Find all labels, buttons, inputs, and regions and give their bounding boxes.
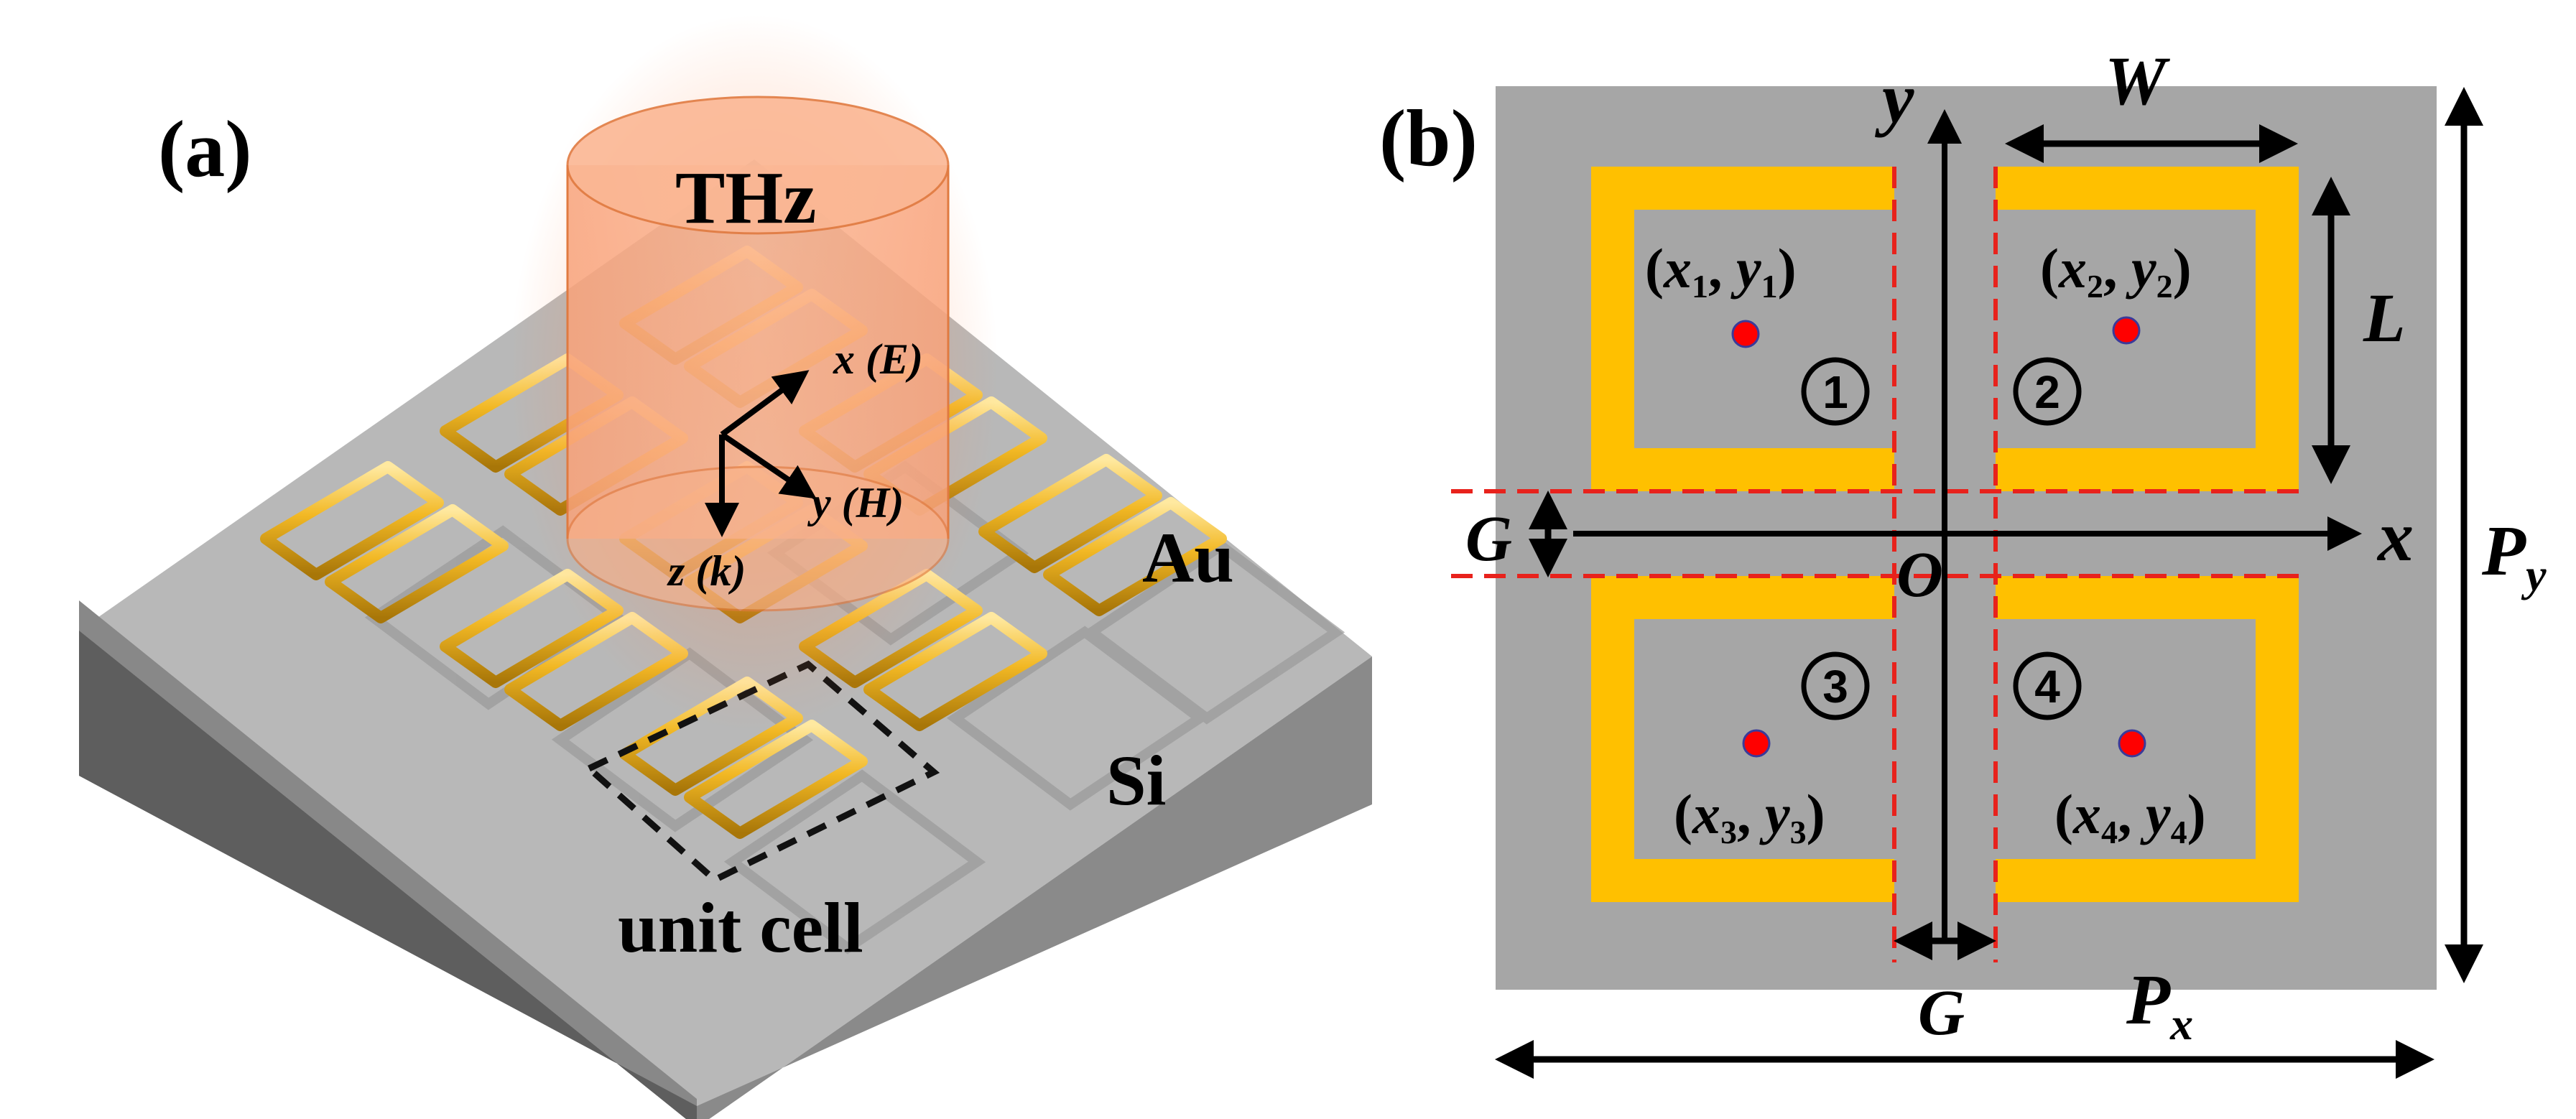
au-label: Au bbox=[1142, 518, 1234, 598]
centroid-dots bbox=[1731, 316, 2146, 758]
centroid-2 bbox=[2112, 316, 2141, 345]
resonator-shadows bbox=[364, 460, 1345, 955]
dim-l: L bbox=[2363, 279, 2406, 356]
dimension-arrows bbox=[1495, 87, 2483, 1079]
axes-3d bbox=[705, 370, 817, 537]
gap-dashed-lines bbox=[1451, 167, 2299, 962]
ring-3 bbox=[1591, 576, 1894, 902]
thz-label: THz bbox=[675, 157, 816, 239]
axis-x-label: x (E) bbox=[833, 335, 923, 383]
centroid-4 bbox=[2118, 729, 2146, 758]
num-4: 4 bbox=[2034, 661, 2060, 712]
resonator-cell bbox=[260, 461, 509, 623]
panel-a: (a) THz x (E) y (H) z (k) Au Si unit cel… bbox=[79, 14, 1372, 1119]
coord-4: (x4, y4) bbox=[2054, 783, 2206, 850]
dim-py: Py bbox=[2481, 511, 2547, 600]
panel-b-label: (b) bbox=[1379, 94, 1478, 183]
coord-1: (x1, y1) bbox=[1645, 237, 1797, 305]
dim-px: Px bbox=[2126, 960, 2193, 1049]
axis-y-label: y (H) bbox=[807, 479, 904, 526]
thz-beam bbox=[510, 14, 999, 733]
coordinate-labels: (x1, y1) (x2, y2) (x3, y3) (x4, y4) bbox=[1645, 237, 2206, 850]
coord-3: (x3, y3) bbox=[1674, 783, 1825, 850]
unit-cell-label: unit cell bbox=[618, 888, 863, 967]
quadrant-numbers: 1 2 3 4 bbox=[1801, 357, 2082, 720]
num-2: 2 bbox=[2034, 366, 2060, 418]
si-label: Si bbox=[1106, 740, 1166, 820]
gold-split-rings bbox=[1591, 167, 2299, 902]
ring-4 bbox=[1996, 576, 2299, 902]
unit-cell-outline bbox=[583, 660, 940, 884]
resonator-cell bbox=[978, 454, 1227, 616]
dim-g-bottom: G bbox=[1918, 978, 1965, 1049]
axis-x-letter: x bbox=[2376, 496, 2414, 576]
panel-b-labels: y x O W L G G Px Py bbox=[1465, 42, 2547, 1049]
axes-2d bbox=[1573, 109, 2362, 941]
centroid-3 bbox=[1742, 729, 1771, 758]
ring-2 bbox=[1996, 167, 2299, 491]
origin-letter: O bbox=[1896, 539, 1943, 610]
substrate-left-face bbox=[79, 600, 697, 1119]
dim-w: W bbox=[2105, 42, 2170, 119]
panel-a-label: (a) bbox=[158, 105, 252, 194]
panel-b: (b) bbox=[1379, 42, 2547, 1079]
ring-1 bbox=[1591, 167, 1894, 491]
num-1: 1 bbox=[1822, 366, 1848, 418]
centroid-1 bbox=[1731, 320, 1760, 348]
num-3: 3 bbox=[1822, 661, 1848, 712]
axis-z-label: z (k) bbox=[667, 547, 746, 595]
dim-g-left: G bbox=[1465, 503, 1512, 575]
